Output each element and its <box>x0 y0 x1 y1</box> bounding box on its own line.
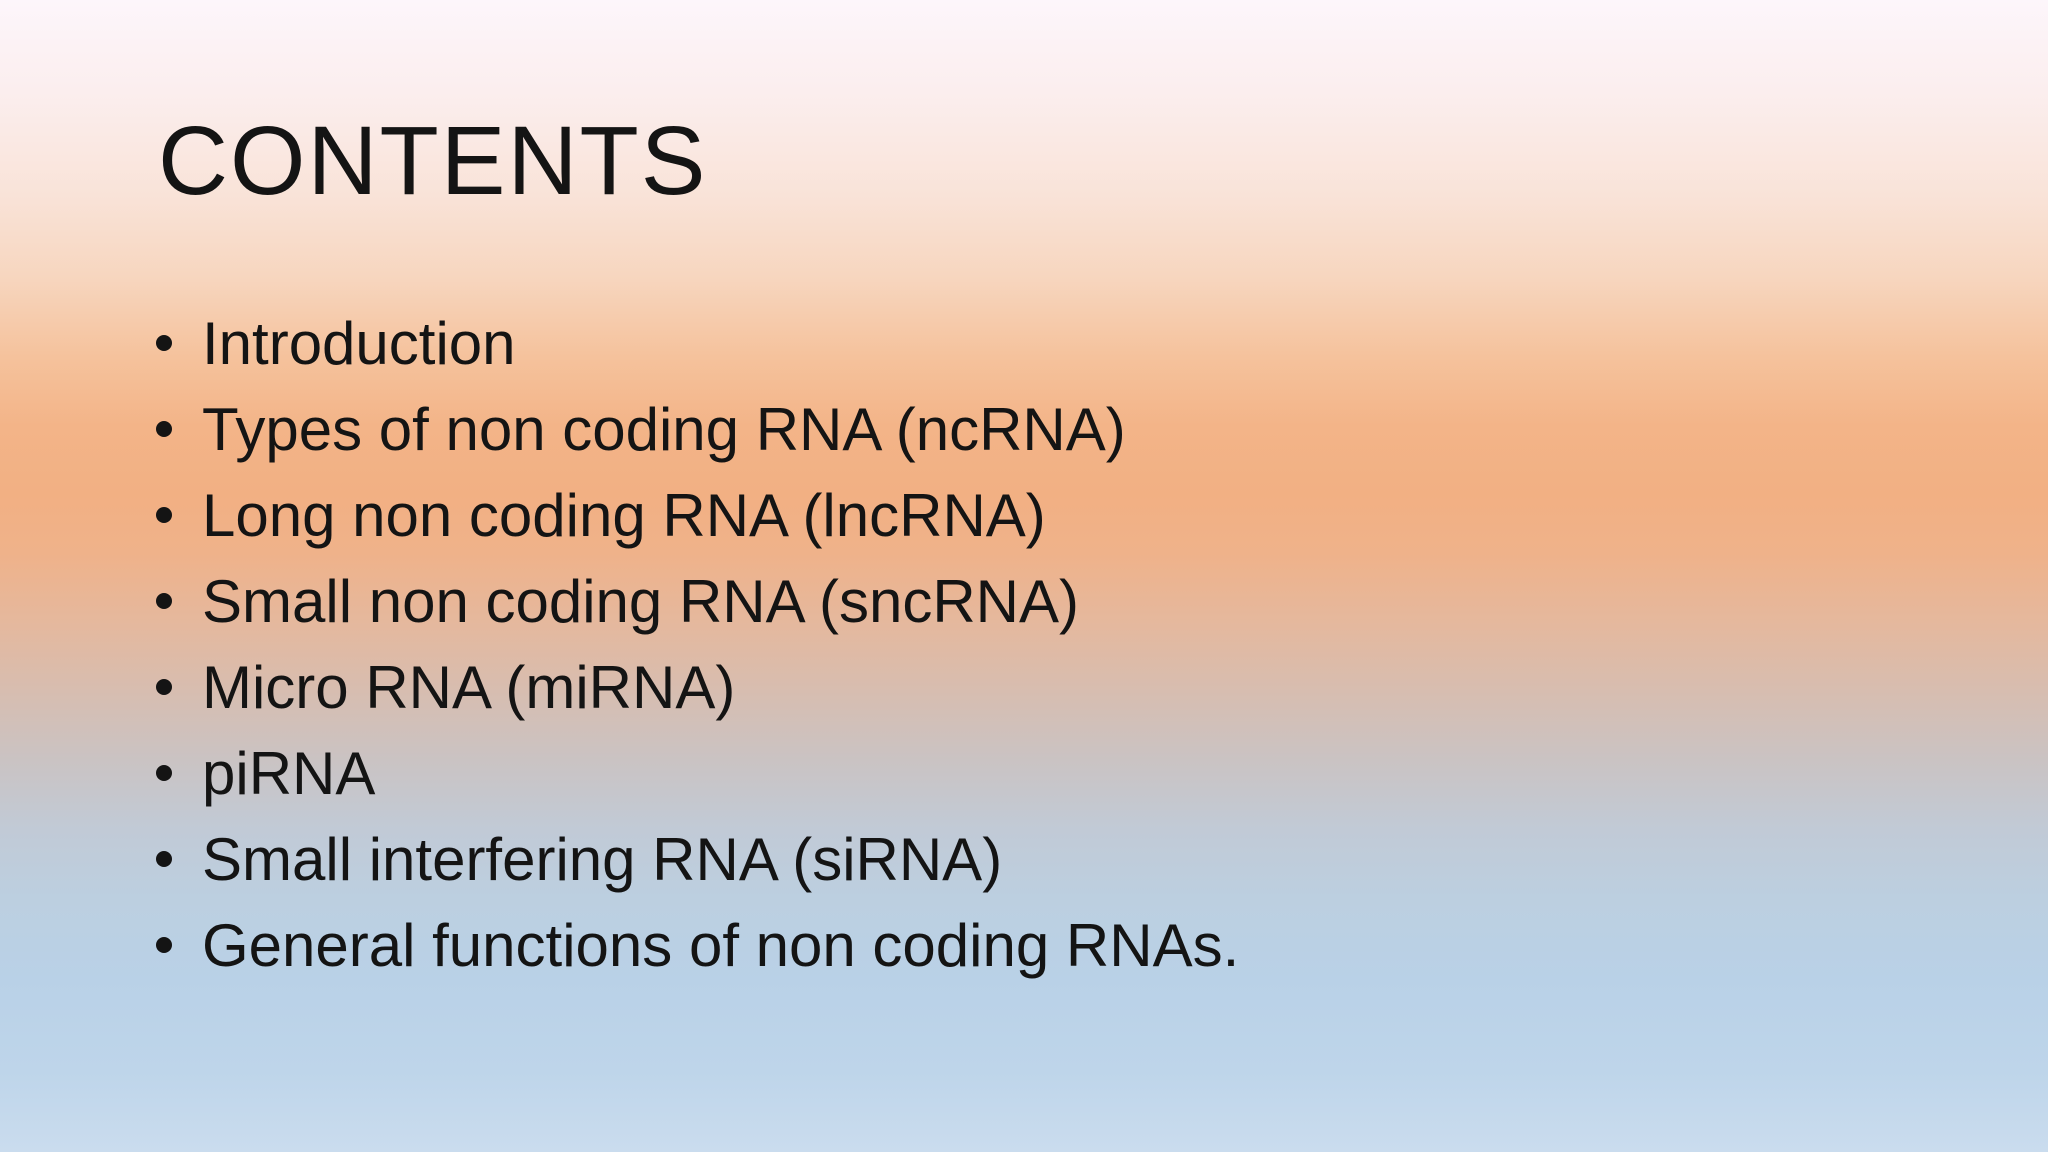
slide-title: CONTENTS <box>158 106 708 215</box>
list-item: Types of non coding RNA (ncRNA) <box>156 386 1239 472</box>
list-item-label: Long non coding RNA (lncRNA) <box>202 481 1046 549</box>
bullet-icon <box>156 851 172 867</box>
list-item: Introduction <box>156 300 1239 386</box>
list-item: Micro RNA (miRNA) <box>156 644 1239 730</box>
bullet-icon <box>156 765 172 781</box>
bullet-icon <box>156 335 172 351</box>
contents-list: Introduction Types of non coding RNA (nc… <box>156 300 1239 988</box>
list-item-label: Types of non coding RNA (ncRNA) <box>202 395 1126 463</box>
bullet-icon <box>156 593 172 609</box>
list-item: General functions of non coding RNAs. <box>156 902 1239 988</box>
bullet-icon <box>156 507 172 523</box>
list-item: Long non coding RNA (lncRNA) <box>156 472 1239 558</box>
list-item-label: Small non coding RNA (sncRNA) <box>202 567 1080 635</box>
list-item-label: Small interfering RNA (siRNA) <box>202 825 1003 893</box>
bullet-icon <box>156 937 172 953</box>
list-item: Small interfering RNA (siRNA) <box>156 816 1239 902</box>
bullet-icon <box>156 421 172 437</box>
bullet-icon <box>156 679 172 695</box>
list-item-label: Introduction <box>202 309 516 377</box>
list-item: piRNA <box>156 730 1239 816</box>
list-item: Small non coding RNA (sncRNA) <box>156 558 1239 644</box>
list-item-label: Micro RNA (miRNA) <box>202 653 736 721</box>
list-item-label: piRNA <box>202 739 376 807</box>
list-item-label: General functions of non coding RNAs. <box>202 911 1240 979</box>
